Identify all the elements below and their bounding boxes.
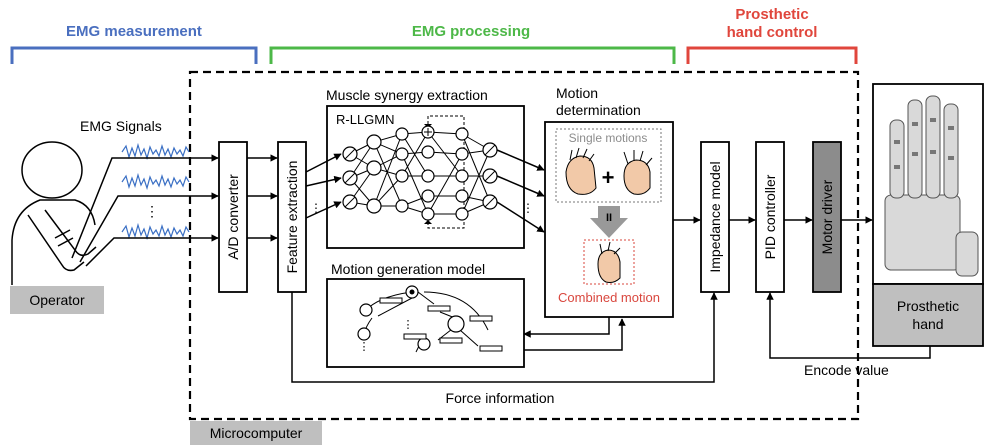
motion-generation-title: Motion generation model — [331, 261, 485, 277]
combined-motion-box — [583, 239, 635, 285]
ad-converter-box — [218, 141, 248, 293]
hand-icon-2 — [623, 150, 653, 195]
emg-signal-waveforms — [121, 142, 190, 241]
emg-signal-2 — [121, 172, 190, 191]
ad-converter-label: A/D converter — [225, 174, 241, 260]
motion-determination-title-1: Motion — [556, 85, 598, 101]
single-motions-box — [555, 128, 662, 203]
electrode-wires — [71, 157, 122, 267]
sum-node-marks — [424, 128, 432, 136]
signal-arrows — [120, 154, 219, 242]
operator-figure — [11, 141, 97, 285]
encode-value-label: Encode value — [804, 362, 889, 378]
equals-sign: II — [606, 212, 612, 224]
rllgmn-label: R-LLGMN — [336, 112, 395, 127]
feature-extraction-box — [277, 141, 307, 293]
state-bars — [379, 297, 503, 352]
signal-dots: ⋮ — [145, 203, 159, 219]
section-title-measurement: EMG measurement — [66, 23, 202, 40]
microcomputer-label-box — [190, 421, 322, 445]
prosthetic-hand-illustration — [884, 95, 979, 277]
output-dots: ⋮ — [522, 201, 534, 215]
force-information-label: Force information — [446, 390, 555, 406]
section-title-control-2: hand control — [727, 24, 818, 41]
node-slashes — [344, 144, 496, 208]
mg-dots-1: ⋮ — [359, 341, 370, 353]
recurrent-arrow-bottom — [424, 220, 432, 224]
motor-driver-box — [812, 141, 842, 293]
motion-feedback — [523, 317, 626, 351]
operator-label-box — [10, 286, 104, 314]
combined-motion-label: Combined motion — [558, 290, 660, 305]
feature-dots: ⋮ — [310, 201, 322, 215]
impedance-model-box — [700, 141, 730, 293]
state-node-center-dot — [409, 289, 415, 295]
prosthetic-hand-label-1: Prosthetic — [897, 298, 959, 314]
operator-label: Operator — [29, 292, 85, 308]
emg-signal-1 — [121, 142, 190, 161]
impedance-model-label: Impedance model — [707, 161, 723, 272]
hand-icon-1 — [565, 147, 597, 195]
prosthetic-hand-label-box — [872, 283, 984, 347]
plus-sign: + — [602, 165, 615, 190]
pid-controller-label: PID controller — [762, 174, 778, 259]
emg-signals-label: EMG Signals — [80, 118, 162, 134]
single-motions-label: Single motions — [569, 131, 648, 145]
emg-signal-3 — [121, 222, 190, 241]
bracket-measurement: EMG measurement — [10, 23, 258, 64]
section-title-processing: EMG processing — [412, 23, 530, 40]
encode-value-arrow — [766, 292, 931, 359]
mg-dots-2: ⋮ — [403, 319, 414, 331]
pid-controller-box — [755, 141, 785, 293]
motion-determination-title-2: determination — [556, 102, 641, 118]
feature-extraction-label: Feature extraction — [284, 161, 300, 274]
microcomputer-label: Microcomputer — [210, 425, 303, 441]
section-title-control-1: Prosthetic — [735, 6, 808, 23]
motor-driver-label: Motor driver — [819, 179, 835, 254]
motion-generation-box — [326, 278, 525, 368]
ad-to-feature-arrows — [247, 154, 278, 242]
force-information-arrow — [291, 292, 718, 383]
feature-to-network-arrows — [305, 153, 342, 219]
muscle-synergy-title: Muscle synergy extraction — [326, 87, 488, 103]
prosthetic-hand-label-2: hand — [912, 316, 943, 332]
network-to-motion-arrows — [496, 149, 545, 233]
bracket-processing: EMG processing — [269, 23, 676, 64]
bracket-control: Prosthetic hand control — [686, 6, 858, 64]
hand-icon-combined — [597, 241, 621, 283]
derive-arrow — [590, 206, 628, 238]
